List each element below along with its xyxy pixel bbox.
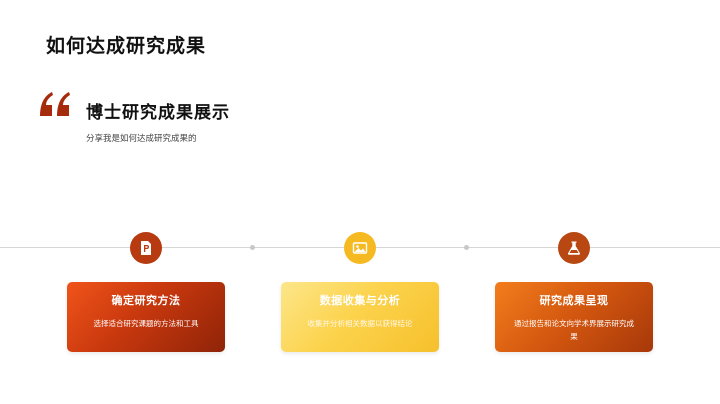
step-icon-1 bbox=[130, 232, 162, 264]
document-icon bbox=[141, 241, 151, 255]
step-card-title: 确定研究方法 bbox=[111, 294, 181, 307]
quote-icon bbox=[40, 92, 70, 116]
step-card-description: 通过报告和论文向学术界展示研究成果 bbox=[514, 319, 634, 341]
step-icon-3 bbox=[558, 232, 590, 264]
step-card-1: 确定研究方法 选择适合研究课题的方法和工具 bbox=[67, 282, 225, 352]
step-card-title: 数据收集与分析 bbox=[319, 294, 401, 307]
step-card-description: 收集并分析相关数据以获得结论 bbox=[307, 319, 413, 328]
step-card-description: 选择适合研究课题的方法和工具 bbox=[93, 319, 199, 328]
step-card-title: 研究成果呈现 bbox=[539, 294, 609, 307]
step-card-3: 研究成果呈现 通过报告和论文向学术界展示研究成果 bbox=[495, 282, 653, 352]
image-icon bbox=[352, 242, 368, 254]
section-heading: 博士研究成果展示 bbox=[86, 103, 230, 123]
timeline-dot bbox=[464, 245, 469, 250]
flask-icon bbox=[568, 241, 580, 255]
step-icon-2 bbox=[344, 232, 376, 264]
step-card-2: 数据收集与分析 收集并分析相关数据以获得结论 bbox=[281, 282, 439, 352]
timeline-dot bbox=[250, 245, 255, 250]
slide-title: 如何达成研究成果 bbox=[46, 35, 207, 57]
section-subtitle: 分享我是如何达成研究成果的 bbox=[86, 134, 197, 144]
